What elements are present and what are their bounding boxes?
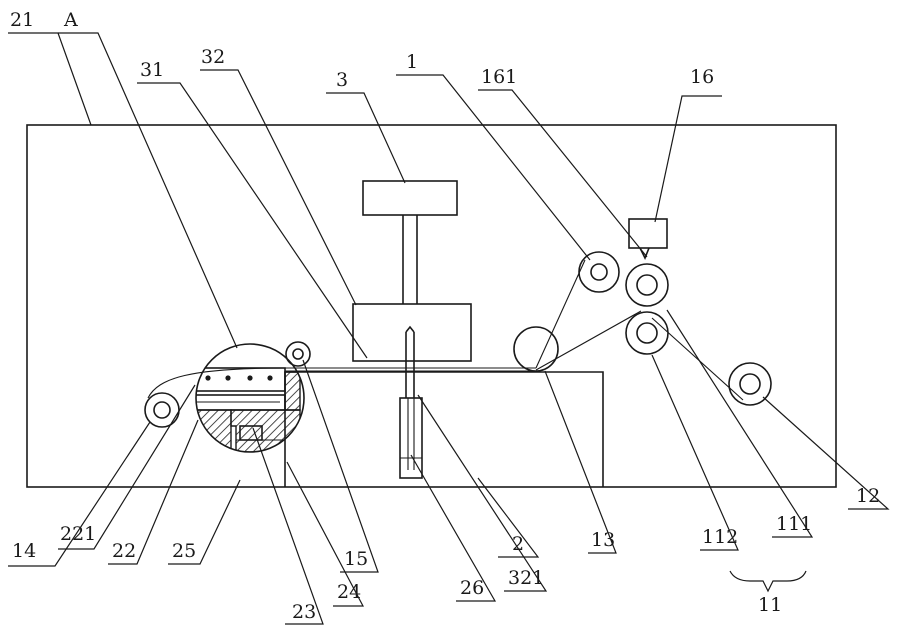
roller-111 xyxy=(626,264,668,306)
roller-14 xyxy=(145,393,179,427)
label-24: 24 xyxy=(337,581,361,603)
frame-housing xyxy=(27,125,836,487)
leader-lines xyxy=(8,33,888,624)
label-161: 161 xyxy=(481,66,517,88)
pressing-block-32 xyxy=(353,304,471,361)
label-31: 31 xyxy=(140,59,164,81)
label-16: 16 xyxy=(690,66,714,88)
label-3: 3 xyxy=(336,69,348,91)
label-21: 21 xyxy=(10,9,34,31)
label-11: 11 xyxy=(758,594,782,616)
label-23: 23 xyxy=(292,601,316,623)
label-A: A xyxy=(63,9,78,31)
label-321: 321 xyxy=(508,567,544,589)
roller-112 xyxy=(626,312,668,354)
label-13: 13 xyxy=(591,529,615,551)
label-1: 1 xyxy=(406,51,418,73)
label-221: 221 xyxy=(60,523,96,545)
roller-1 xyxy=(579,252,619,292)
heater-16 xyxy=(629,219,667,258)
label-12: 12 xyxy=(856,485,880,507)
label-14: 14 xyxy=(12,540,36,562)
base-block xyxy=(285,372,603,487)
roller-13 xyxy=(514,327,558,371)
label-25: 25 xyxy=(172,540,196,562)
label-111: 111 xyxy=(776,513,812,535)
label-32: 32 xyxy=(201,46,225,68)
label-112: 112 xyxy=(702,526,738,548)
film-path xyxy=(148,260,743,400)
cutter-blade-321 xyxy=(406,327,414,398)
fixture-assembly xyxy=(190,368,300,470)
label-22: 22 xyxy=(112,540,136,562)
blade-guide-26 xyxy=(400,398,422,478)
label-26: 26 xyxy=(460,577,484,599)
group-brace-11 xyxy=(730,571,806,591)
label-15: 15 xyxy=(344,548,368,570)
reference-labels: 21 A 31 32 3 1 161 16 14 221 22 25 23 24… xyxy=(10,9,880,623)
label-2: 2 xyxy=(512,533,524,555)
cylinder-3 xyxy=(363,181,457,304)
